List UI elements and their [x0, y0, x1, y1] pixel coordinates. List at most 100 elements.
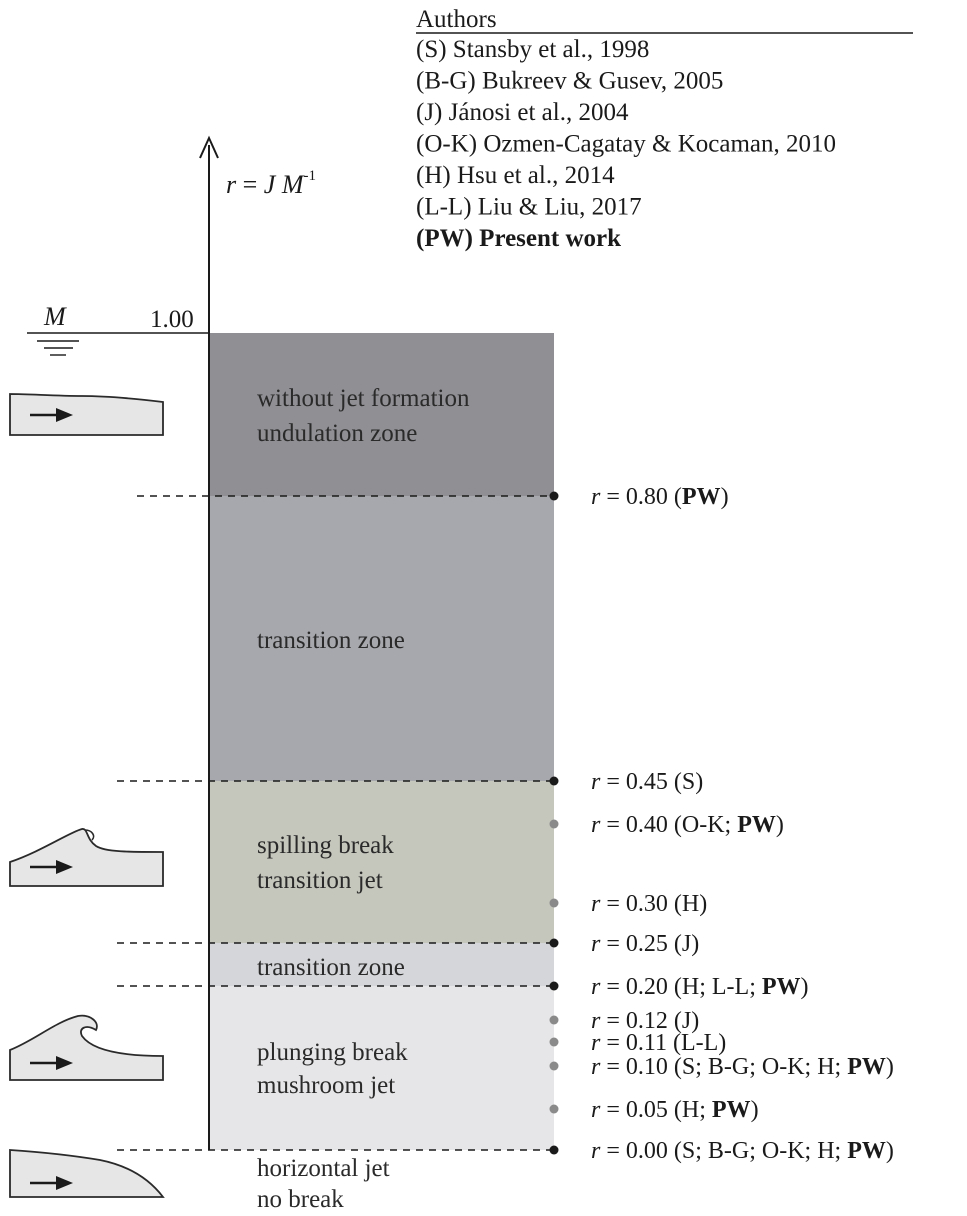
source-ref: (S; B-G; O-K; H; — [674, 1054, 847, 1080]
author-entry: (O-K) Ozmen-Cagatay & Kocaman, 2010 — [416, 131, 836, 158]
threshold-marker — [549, 1104, 559, 1114]
r-value: 0.45 — [626, 769, 674, 795]
axis-top-value: 1.00 — [150, 306, 194, 333]
source-ref: ) — [886, 1138, 894, 1164]
r-equals: = — [600, 891, 626, 917]
zone-labels: without jet formation undulation zone tran… — [257, 385, 470, 1213]
zone-label-plunging: mushroom jet — [257, 1072, 395, 1099]
r-axis: r = J M-1 1.00 — [150, 135, 316, 1150]
threshold-marker — [549, 1145, 559, 1155]
author-entry: (L-L) Liu & Liu, 2017 — [416, 194, 642, 221]
zone-transition-2 — [209, 943, 554, 986]
zone-plunging — [209, 986, 554, 1150]
source-ref: (S) — [674, 769, 703, 795]
r-equals: = — [600, 1008, 626, 1034]
source-ref: ( — [674, 484, 682, 510]
source-ref: ) — [886, 1054, 894, 1080]
arrow-right-icon-head — [56, 1176, 73, 1190]
zone-label-transition-1: transition zone — [257, 627, 405, 654]
authors-legend: Authors (S) Stansby et al., 1998(B-G) Bu… — [416, 6, 913, 252]
source-ref: (H; L-L; — [674, 974, 762, 1000]
arrow-right-icon-head — [56, 1056, 73, 1070]
axis-arrow-icon — [199, 135, 219, 159]
threshold-marker — [549, 981, 559, 991]
author-entry: (S) Stansby et al., 1998 — [416, 36, 649, 63]
threshold-label: r = 0.10 (S; B-G; O-K; H; PW) — [591, 1054, 894, 1080]
author-entry: (PW) Present work — [416, 225, 621, 252]
zone-label-undulation: undulation zone — [257, 420, 417, 447]
arrow-right-icon-head — [56, 860, 73, 874]
wave-icons — [9, 393, 165, 1198]
author-entry: (H) Hsu et al., 2014 — [416, 162, 615, 189]
zone-label-undulation: without jet formation — [257, 385, 470, 412]
threshold-marker — [549, 938, 559, 948]
threshold-marker — [549, 1037, 559, 1047]
source-ref: (H) — [674, 891, 707, 917]
r-symbol: r — [591, 1097, 601, 1123]
r-equals: = — [600, 1054, 626, 1080]
axis-label: r = J M-1 — [226, 168, 316, 199]
zone-label-horizontal-jet: no break — [257, 1186, 344, 1213]
spilling-wave-icon — [9, 828, 164, 887]
threshold-label: r = 0.25 (J) — [591, 931, 699, 957]
plunging-wave-icon — [9, 1014, 164, 1081]
r-value: 0.00 — [626, 1138, 674, 1164]
r-value: 0.30 — [626, 891, 674, 917]
source-ref: ) — [751, 1097, 759, 1123]
water-level-symbol: M — [43, 302, 67, 331]
r-symbol: r — [591, 1030, 601, 1056]
threshold-label: r = 0.40 (O-K; PW) — [591, 812, 784, 838]
threshold-label: r = 0.12 (J) — [591, 1008, 699, 1034]
threshold-marker — [549, 1015, 559, 1025]
r-value: 0.05 — [626, 1097, 674, 1123]
r-value: 0.10 — [626, 1054, 674, 1080]
author-entry: (J) Jánosi et al., 2004 — [416, 99, 629, 126]
r-symbol: r — [591, 1138, 601, 1164]
r-equals: = — [600, 974, 626, 1000]
r-value: 0.11 — [626, 1030, 673, 1056]
zone-label-spilling: spilling break — [257, 832, 394, 859]
zone-transition-1 — [209, 496, 554, 781]
threshold-label: r = 0.45 (S) — [591, 769, 703, 795]
spilling-crest — [84, 829, 95, 841]
threshold-label: r = 0.05 (H; PW) — [591, 1097, 759, 1123]
source-ref: ) — [776, 812, 784, 838]
threshold-label: r = 0.20 (H; L-L; PW) — [591, 974, 809, 1000]
source-bold: PW — [847, 1054, 886, 1080]
r-symbol: r — [591, 1008, 601, 1034]
axis-var: r — [226, 170, 237, 199]
source-ref: ) — [801, 974, 809, 1000]
threshold-marker — [549, 491, 559, 501]
r-equals: = — [600, 1097, 626, 1123]
zone-label-horizontal-jet: horizontal jet — [257, 1155, 390, 1182]
r-symbol: r — [591, 931, 601, 957]
zone-label-spilling: transition jet — [257, 867, 383, 894]
r-equals: = — [600, 931, 626, 957]
threshold-label: r = 0.80 (PW) — [591, 484, 729, 510]
author-entry: (B-G) Bukreev & Gusev, 2005 — [416, 68, 723, 95]
r-symbol: r — [591, 484, 601, 510]
zone-label-plunging: plunging break — [257, 1039, 408, 1066]
water-surface: M — [27, 302, 209, 356]
threshold-markers — [549, 491, 559, 1155]
threshold-lines — [117, 495, 554, 1151]
threshold-label: r = 0.00 (S; B-G; O-K; H; PW) — [591, 1138, 894, 1164]
source-bold: PW — [712, 1097, 751, 1123]
r-value: 0.80 — [626, 484, 674, 510]
zone-label-transition-2: transition zone — [257, 954, 405, 981]
threshold-label: r = 0.30 (H) — [591, 891, 707, 917]
r-equals: = — [600, 484, 626, 510]
source-bold: PW — [737, 812, 776, 838]
arrow-right-icon-head — [56, 408, 73, 422]
source-ref: (O-K; — [674, 812, 737, 838]
source-bold: PW — [682, 484, 721, 510]
r-symbol: r — [591, 769, 601, 795]
r-symbol: r — [591, 812, 601, 838]
r-value: 0.40 — [626, 812, 674, 838]
source-ref: (L-L) — [673, 1030, 726, 1056]
r-equals: = — [600, 1030, 626, 1056]
r-equals: = — [600, 1138, 626, 1164]
r-equals: = — [600, 769, 626, 795]
threshold-labels: r = 0.80 (PW)r = 0.45 (S)r = 0.40 (O-K; … — [591, 484, 894, 1164]
